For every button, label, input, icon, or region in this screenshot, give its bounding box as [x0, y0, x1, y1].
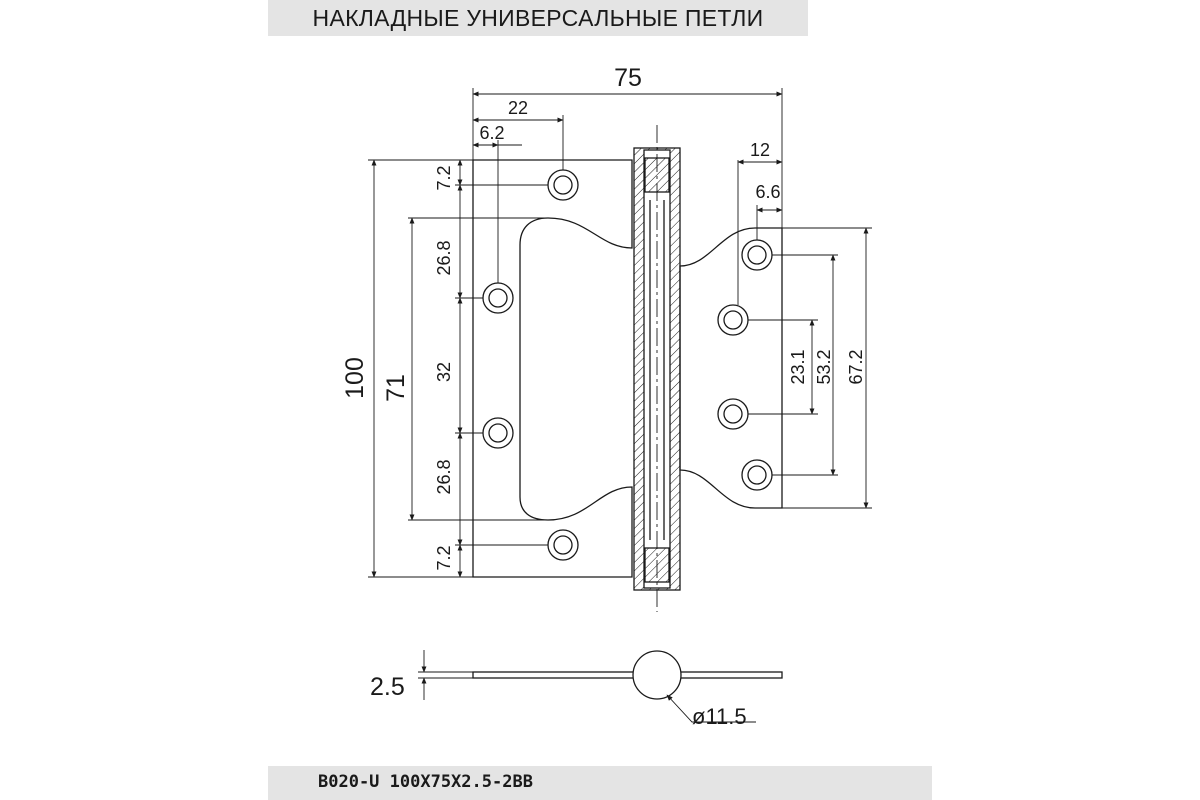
- hole-right-1: [741, 239, 773, 271]
- dim-12: 12: [750, 140, 770, 160]
- dim-100: 100: [341, 357, 369, 399]
- dim-26-8-upper: 26.8: [434, 240, 454, 275]
- title-banner: НАКЛАДНЫЕ УНИВЕРСАЛЬНЫЕ ПЕТЛИ: [268, 0, 808, 36]
- hole-left-3: [482, 417, 514, 449]
- dim-6-2: 6.2: [479, 123, 504, 143]
- dim-67-2: 67.2: [846, 349, 866, 384]
- hole-right-2: [717, 304, 749, 336]
- dim-7-2-bottom: 7.2: [434, 545, 454, 570]
- side-view-pin: [632, 650, 682, 700]
- dim-6-6: 6.6: [755, 182, 780, 202]
- dim-75: 75: [614, 64, 642, 92]
- hole-right-3: [717, 398, 749, 430]
- hole-left-1: [547, 169, 579, 201]
- dim-2-5: 2.5: [370, 673, 405, 701]
- left-leaf-outline: [472, 159, 633, 578]
- dim-53-2: 53.2: [814, 349, 834, 384]
- dim-22: 22: [508, 98, 528, 118]
- dim-71: 71: [382, 374, 410, 402]
- footer-banner: B020-U 100X75X2.5-2BB: [268, 766, 932, 800]
- hole-left-2: [482, 282, 514, 314]
- page-title: НАКЛАДНЫЕ УНИВЕРСАЛЬНЫЕ ПЕТЛИ: [312, 4, 764, 31]
- dim-32: 32: [434, 362, 454, 382]
- side-view-leaf: [472, 671, 783, 679]
- dim-23-1: 23.1: [788, 349, 808, 384]
- hole-left-4: [547, 529, 579, 561]
- dim-pin-diameter: ø11.5: [692, 704, 747, 729]
- dim-7-2-top: 7.2: [434, 165, 454, 190]
- model-code: B020-U 100X75X2.5-2BB: [318, 772, 533, 792]
- hole-right-4: [741, 459, 773, 491]
- right-leaf-outline: [679, 227, 783, 509]
- dim-26-8-lower: 26.8: [434, 459, 454, 494]
